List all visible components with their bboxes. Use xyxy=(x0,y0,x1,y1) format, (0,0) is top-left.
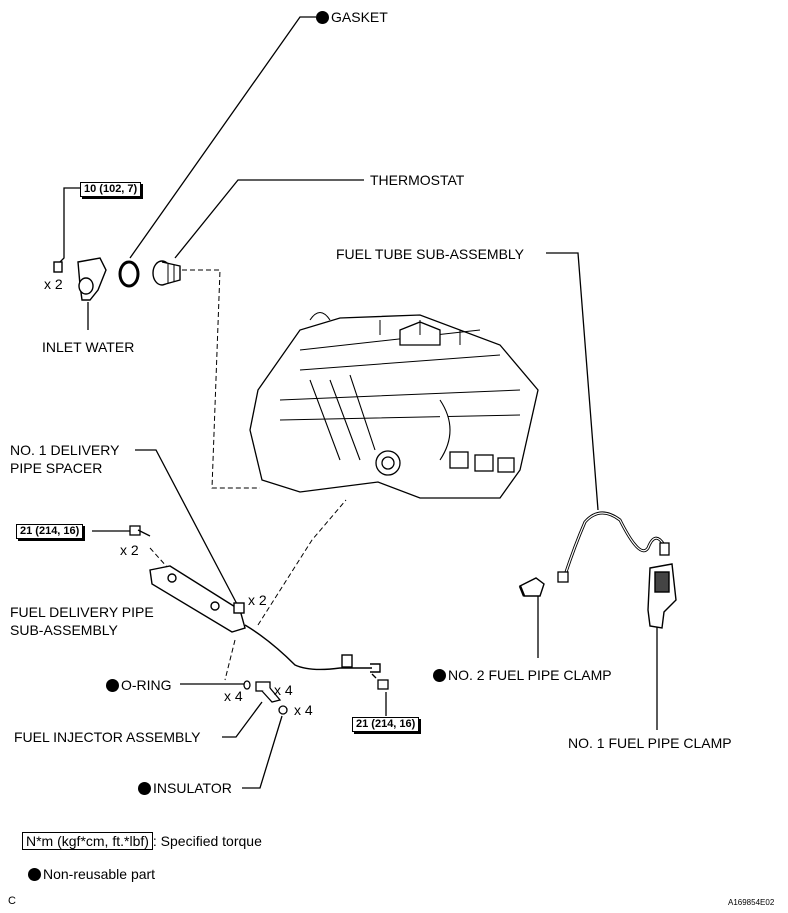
inlet-water-label: INLET WATER xyxy=(42,339,135,355)
fuel-pipe-label-line2: SUB-ASSEMBLY xyxy=(10,622,118,638)
clamp1-part xyxy=(647,563,677,629)
tube-bolt xyxy=(371,673,389,690)
nonreusable-dot-icon xyxy=(316,11,329,24)
nonreusable-dot-icon xyxy=(106,679,119,692)
tube-torque-box: 21 (214, 16) xyxy=(352,717,420,732)
spacer-label-line2: PIPE SPACER xyxy=(10,460,103,476)
fuel-tube-part-outline xyxy=(564,512,665,576)
gasket-label: GASKET xyxy=(316,9,388,25)
leader-insulator xyxy=(242,715,283,789)
legend-torque-box: N*m (kgf*cm, ft.*lbf) xyxy=(22,832,153,850)
leader-fuel-tube xyxy=(546,252,599,511)
injector-label: FUEL INJECTOR ASSEMBLY xyxy=(14,729,201,745)
nonreusable-dot-icon xyxy=(138,782,151,795)
nonreusable-dot-icon xyxy=(28,868,41,881)
legend-nonreusable: Non-reusable part xyxy=(28,866,155,882)
oring-label: O-RING xyxy=(106,677,172,693)
leader-injector xyxy=(222,701,263,738)
fuel-delivery-pipe xyxy=(149,565,246,633)
inlet-qty: x 2 xyxy=(44,276,63,292)
clamp1-label: NO. 1 FUEL PIPE CLAMP xyxy=(568,735,732,751)
leader-inlet-torque xyxy=(59,187,80,263)
footer-left: C xyxy=(8,895,16,907)
nonreusable-dot-icon xyxy=(433,669,446,682)
clamp2-label: NO. 2 FUEL PIPE CLAMP xyxy=(433,667,612,683)
legend-torque: N*m (kgf*cm, ft.*lbf): Specified torque xyxy=(22,832,262,850)
gasket-part xyxy=(118,260,140,288)
fuel-tube-label: FUEL TUBE SUB-ASSEMBLY xyxy=(336,246,525,262)
insulator-label: INSULATOR xyxy=(138,780,232,796)
footer-code: A169854E02 xyxy=(728,898,775,907)
fuel-line xyxy=(244,624,381,673)
injector-part xyxy=(243,680,288,715)
clamp2-part xyxy=(518,577,545,597)
leader-spacer xyxy=(135,449,239,607)
pipe-bolt-qty: x 2 xyxy=(120,542,139,558)
oring-qty: x 4 xyxy=(224,688,243,704)
thermostat-part xyxy=(152,260,181,286)
thermostat-label: THERMOSTAT xyxy=(370,172,465,188)
injector-qty: x 4 xyxy=(274,682,293,698)
leader-gasket xyxy=(129,16,316,259)
engine-illustration xyxy=(249,311,539,499)
fuel-pipe-label-line1: FUEL DELIVERY PIPE xyxy=(10,604,154,620)
leader-thermostat xyxy=(174,179,364,259)
inlet-water-part xyxy=(53,257,107,301)
inlet-torque-box: 10 (102, 7) xyxy=(80,182,142,197)
spacer-label-line1: NO. 1 DELIVERY xyxy=(10,442,120,458)
spacer-qty: x 2 xyxy=(248,592,267,608)
pipe-torque-box: 21 (214, 16) xyxy=(16,524,84,539)
pipe-bolt xyxy=(129,525,151,537)
insulator-qty: x 4 xyxy=(294,702,313,718)
legend-torque-text: : Specified torque xyxy=(152,833,262,849)
